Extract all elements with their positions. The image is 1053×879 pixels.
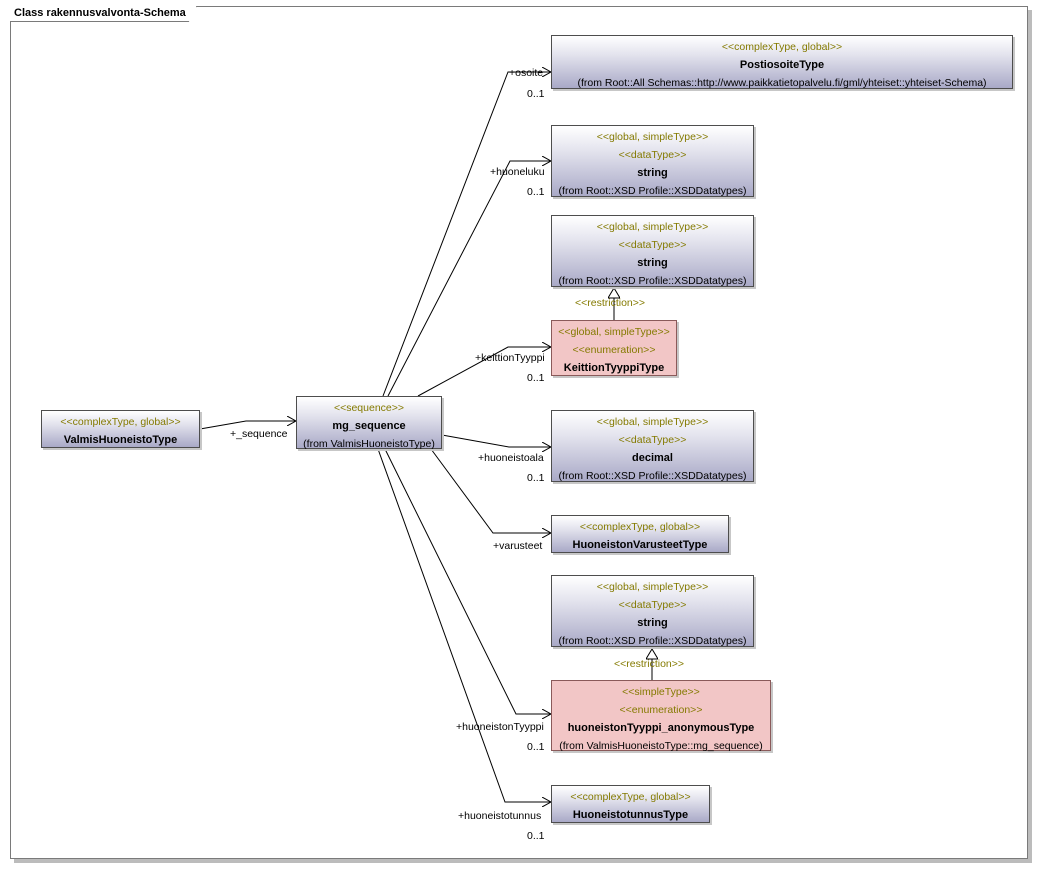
stereotype: <<sequence>>: [333, 402, 405, 414]
role-huoneistoala: +huoneistoala: [478, 452, 544, 464]
class-mg-sequence[interactable]: <<sequence>> mg_sequence (from ValmisHuo…: [296, 396, 442, 450]
stereotype: <<dataType>>: [618, 149, 687, 161]
class-huoneistonvarusteettype[interactable]: <<complexType, global>> HuoneistonVarust…: [551, 515, 729, 553]
stereotype: <<complexType, global>>: [570, 791, 691, 803]
class-name: string: [637, 617, 668, 629]
class-from: (from Root::XSD Profile::XSDDatatypes): [558, 635, 747, 647]
class-from: (from ValmisHuoneistoType::mg_sequence): [559, 740, 763, 752]
mult-huoneistoala: 0..1: [527, 472, 545, 484]
class-name: KeittionTyyppiType: [563, 362, 665, 374]
class-postiosoitetype[interactable]: <<complexType, global>> PostiosoiteType …: [551, 35, 1013, 89]
restriction-label-2: <<restriction>>: [614, 658, 685, 670]
class-decimal[interactable]: <<global, simpleType>> <<dataType>> deci…: [551, 410, 754, 482]
stereotype: <<global, simpleType>>: [558, 326, 670, 338]
stereotype: <<complexType, global>>: [721, 41, 843, 53]
role-huoneistotunnus: +huoneistotunnus: [458, 810, 542, 822]
stereotype: <<global, simpleType>>: [596, 221, 709, 233]
class-keittiontyyppitype[interactable]: <<global, simpleType>> <<enumeration>> K…: [551, 320, 677, 376]
link-tunnus: [377, 448, 551, 802]
link-sequence: [199, 421, 296, 430]
mult-huoneistontyyppi: 0..1: [527, 741, 545, 753]
stereotype: <<enumeration>>: [619, 704, 703, 716]
role-sequence: +_sequence: [230, 428, 288, 440]
class-from: (from Root::All Schemas::http://www.paik…: [577, 77, 987, 89]
class-name: string: [637, 167, 668, 179]
class-name: huoneistonTyyppi_anonymousType: [567, 722, 755, 734]
role-huoneluku: +huoneluku: [490, 166, 545, 178]
stereotype: <<global, simpleType>>: [596, 131, 709, 143]
class-from: (from Root::XSD Profile::XSDDatatypes): [558, 470, 747, 482]
class-from: (from ValmisHuoneistoType): [303, 438, 435, 450]
class-name: decimal: [632, 452, 673, 464]
diagram-title: Class rakennusvalvonta-Schema: [10, 6, 197, 22]
class-name: HuoneistonVarusteetType: [572, 539, 708, 551]
class-string-1[interactable]: <<global, simpleType>> <<dataType>> stri…: [551, 125, 754, 197]
class-name: string: [637, 257, 668, 269]
mult-huoneistotunnus: 0..1: [527, 830, 545, 842]
link-varusteet: [430, 448, 551, 533]
link-tyyppi: [384, 448, 551, 714]
role-varusteet: +varusteet: [493, 540, 543, 552]
restriction-label-1: <<restriction>>: [575, 297, 646, 309]
stereotype: <<global, simpleType>>: [596, 581, 709, 593]
role-huoneistontyyppi: +huoneistonTyyppi: [456, 721, 544, 733]
stereotype: <<dataType>>: [618, 599, 687, 611]
class-name: mg_sequence: [332, 420, 406, 432]
class-string-3[interactable]: <<global, simpleType>> <<dataType>> stri…: [551, 575, 754, 647]
class-name: PostiosoiteType: [739, 59, 825, 71]
stereotype: <<dataType>>: [618, 434, 687, 446]
stereotype: <<global, simpleType>>: [596, 416, 709, 428]
role-osoite: +osoite: [509, 67, 544, 79]
class-name: ValmisHuoneistoType: [63, 434, 178, 446]
link-keittion: [417, 347, 551, 397]
stereotype: <<complexType, global>>: [579, 521, 701, 533]
link-ala: [441, 434, 551, 447]
link-osoite: [382, 72, 551, 397]
class-huoneistotunnustype[interactable]: <<complexType, global>> HuoneistotunnusT…: [551, 785, 710, 823]
stereotype: <<complexType, global>>: [60, 416, 181, 428]
mult-osoite: 0..1: [527, 88, 545, 100]
class-string-2[interactable]: <<global, simpleType>> <<dataType>> stri…: [551, 215, 754, 287]
class-name: HuoneistotunnusType: [572, 809, 689, 821]
stereotype: <<enumeration>>: [572, 344, 656, 356]
role-keittiontyyppi: +keittionTyyppi: [475, 352, 545, 364]
mult-huoneluku: 0..1: [527, 186, 545, 198]
class-from: (from Root::XSD Profile::XSDDatatypes): [558, 185, 747, 197]
class-from: (from Root::XSD Profile::XSDDatatypes): [558, 275, 747, 287]
link-huoneluku: [387, 161, 551, 397]
stereotype: <<dataType>>: [618, 239, 687, 251]
class-valmishuoneistotype[interactable]: <<complexType, global>> ValmisHuoneistoT…: [41, 410, 200, 448]
mult-keittiontyyppi: 0..1: [527, 372, 545, 384]
class-huoneistontyyppi-anonymoustype[interactable]: <<simpleType>> <<enumeration>> huoneisto…: [551, 680, 771, 752]
stereotype: <<simpleType>>: [622, 686, 700, 698]
